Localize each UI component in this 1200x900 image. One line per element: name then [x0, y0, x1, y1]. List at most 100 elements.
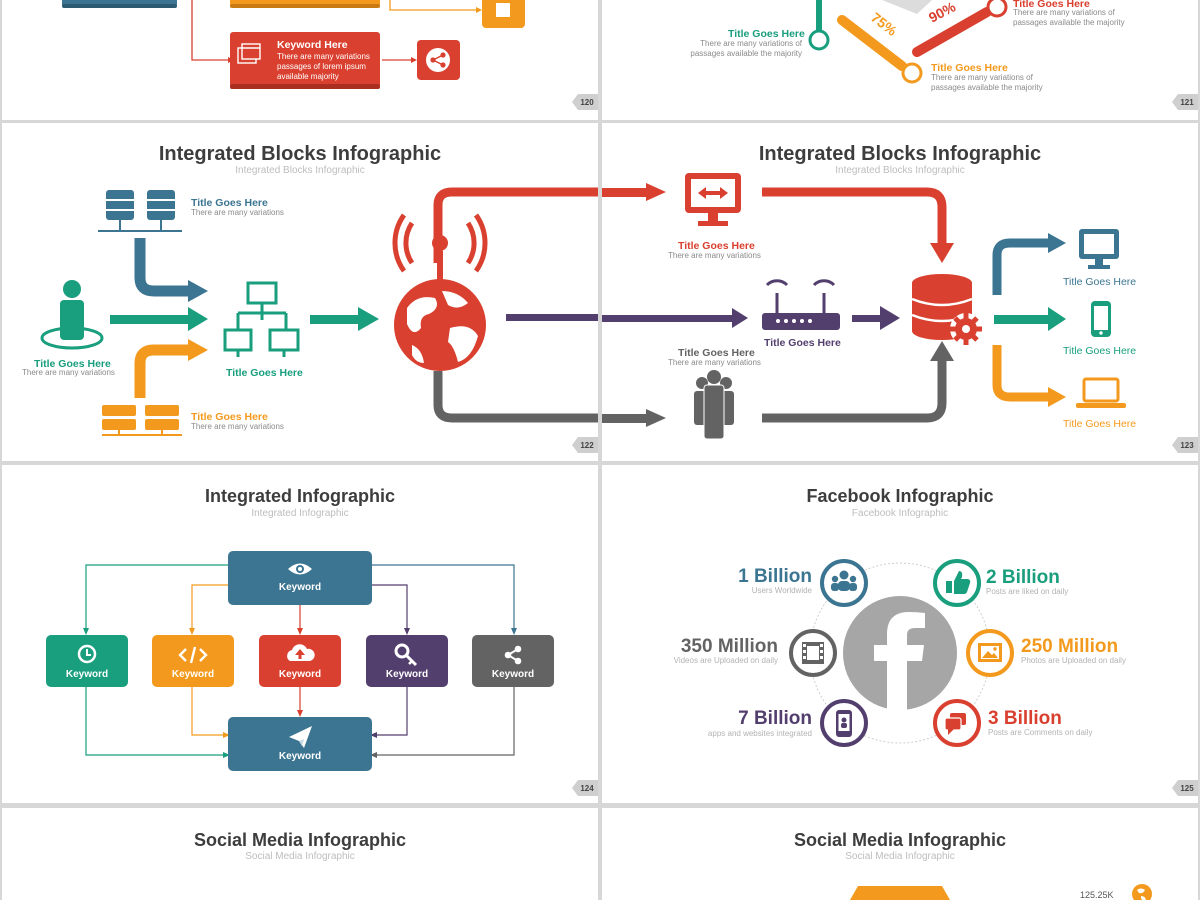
item-desc: There are many variations of passages av… [1013, 8, 1125, 28]
item-title: Title Goes Here [931, 62, 1008, 74]
keyword-desc-line: available majority [277, 72, 339, 81]
database-gear-icon [911, 274, 982, 345]
item-title: Title Goes Here [226, 367, 303, 379]
desktop-icon [1079, 229, 1119, 269]
server-icon [102, 405, 182, 436]
item-desc: There are many variations [668, 358, 761, 367]
item-desc: There are many variations [191, 208, 284, 217]
keyword-purple[interactable]: Keyword [385, 669, 429, 680]
slide-125[interactable]: Facebook Infographic Facebook Infographi… [602, 465, 1198, 803]
slide-127[interactable]: Social Media Infographic Social Media In… [602, 808, 1198, 900]
slide-title: Social Media Infographic [193, 830, 407, 850]
comment-icon [944, 713, 966, 735]
cloud-upload-icon [287, 644, 315, 661]
item-title: Title Goes Here [1063, 418, 1137, 430]
page-number: 125 [1180, 784, 1194, 793]
item-title: Title Goes Here [1013, 0, 1090, 10]
item-title: Title Goes Here [1063, 345, 1137, 357]
share-icon[interactable] [417, 40, 460, 80]
stat-value: 350 Million [680, 636, 778, 657]
page-number: 120 [580, 98, 594, 107]
network-icon [223, 281, 300, 357]
item-title: Title Goes Here [191, 197, 268, 209]
thumbs-up-icon [946, 571, 971, 594]
globe-badge-icon [1132, 884, 1152, 900]
eye-icon [288, 563, 312, 575]
item-desc: There are many variations [22, 368, 115, 377]
stat-value: 250 Million [1021, 636, 1119, 657]
users-icon [831, 570, 857, 591]
page-number: 121 [1180, 98, 1194, 107]
slide-122-diagram [40, 187, 598, 436]
user-icon [40, 280, 104, 350]
page-number: 123 [1180, 441, 1194, 450]
item-title: Title Goes Here [34, 358, 111, 370]
stat-label: Posts are liked on daily [986, 587, 1069, 596]
keyword-red[interactable]: Keyword [278, 669, 322, 680]
stat-value: 7 Billion [738, 708, 812, 729]
item-desc: There are many variations of passages av… [672, 39, 802, 59]
key-icon [394, 643, 418, 667]
slide-title: Facebook Infographic [806, 486, 994, 506]
keyword-gray[interactable]: Keyword [491, 669, 535, 680]
slide-125-diagram [789, 559, 1014, 747]
item-desc: There are many variations of passages av… [931, 73, 1043, 93]
slide-121[interactable]: 75% 90% Title Goes Here There are many v… [602, 0, 1198, 120]
slide-subtitle: Integrated Blocks Infographic [835, 165, 965, 176]
paper-plane-icon [289, 726, 312, 748]
keyword-desc-line: passages of lorem ipsum [277, 62, 366, 71]
slide-subtitle: Social Media Infographic [245, 851, 355, 862]
facebook-logo-icon [843, 596, 957, 710]
slide-subtitle: Integrated Blocks Infographic [235, 165, 365, 176]
slide-122[interactable]: Integrated Blocks Infographic Integrated… [2, 123, 598, 461]
item-desc: There are many variations [191, 422, 284, 431]
item-desc-line: passages available the majority [931, 83, 1043, 92]
keyword-title: Keyword Here [277, 39, 348, 51]
slide-124-diagram [46, 551, 554, 771]
item-desc: There are many variations [668, 251, 761, 260]
slide-123[interactable]: Integrated Blocks Infographic Integrated… [602, 123, 1198, 461]
keyword-green[interactable]: Keyword [65, 669, 109, 680]
keyword-top[interactable]: Keyword [278, 582, 322, 593]
film-icon [802, 642, 824, 664]
page-number: 124 [580, 784, 594, 793]
stat-label: Posts are Comments on daily [988, 728, 1093, 737]
router-icon [762, 279, 840, 330]
slide-120-diagram [62, 0, 525, 89]
slide-126[interactable]: Social Media Infographic Social Media In… [2, 808, 598, 900]
clock-icon [77, 644, 97, 664]
item-desc-line: There are many variations of [931, 73, 1033, 82]
item-desc-line: passages available the majority [690, 49, 802, 58]
keyword-desc-line: There are many variations [277, 52, 370, 61]
stat-label: Photos are Uploaded on daily [1021, 656, 1126, 665]
stat-value: 3 Billion [988, 708, 1062, 729]
slide-124[interactable]: Integrated Infographic Integrated Infogr… [2, 465, 598, 803]
slide-title: Integrated Blocks Infographic [158, 143, 442, 165]
phone-icon [1091, 301, 1111, 337]
photo-icon [978, 643, 1002, 662]
slide-subtitle: Facebook Infographic [851, 508, 949, 519]
keyword-orange[interactable]: Keyword [171, 669, 215, 680]
stat-value: 2 Billion [986, 567, 1060, 588]
database-icon [98, 190, 182, 232]
slide-120[interactable]: Keyword Here There are many variations p… [2, 0, 598, 120]
slide-127-diagram [850, 884, 1152, 900]
item-desc-line: There are many variations of [1013, 8, 1115, 17]
page-number: 122 [580, 441, 594, 450]
people-icon [694, 370, 734, 440]
slide-123-diagram [602, 173, 1126, 440]
share-icon [504, 645, 522, 665]
stat-label: Users Worldwide [751, 586, 812, 595]
window-icon [237, 43, 261, 64]
stat-value: 1 Billion [738, 566, 812, 587]
item-title: Title Goes Here [764, 337, 841, 349]
monitor-icon [685, 173, 741, 226]
building-icon [482, 0, 525, 28]
item-title: Title Goes Here [1063, 276, 1137, 288]
stat-label: Videos are Uploaded on daily [673, 656, 778, 665]
code-icon [178, 646, 208, 664]
keyword-bottom[interactable]: Keyword [278, 751, 322, 762]
slide-title: Integrated Blocks Infographic [758, 143, 1042, 165]
item-desc-line: There are many variations of [700, 39, 802, 48]
